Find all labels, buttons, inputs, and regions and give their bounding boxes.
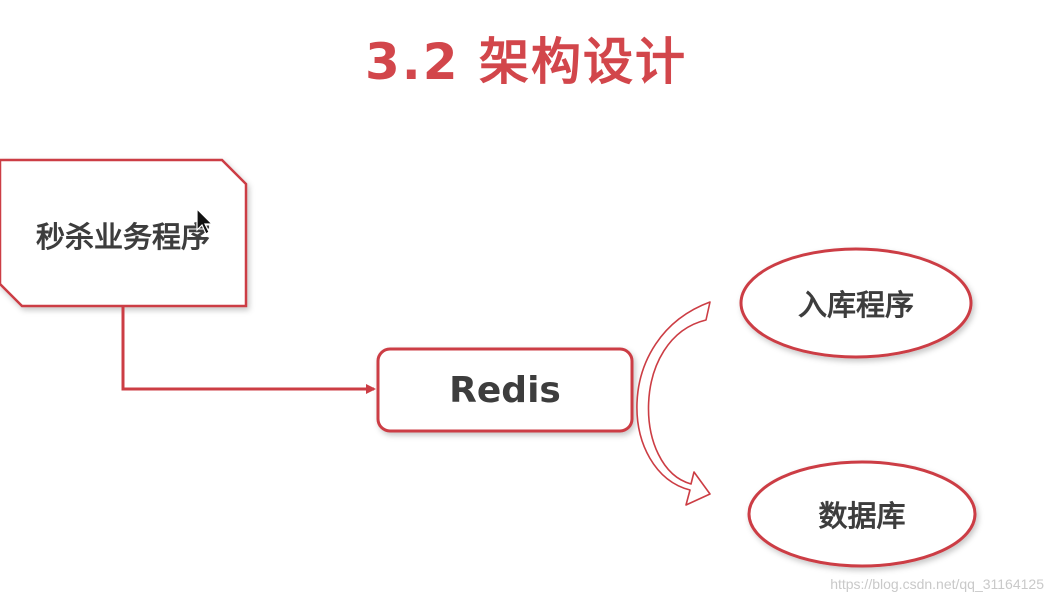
seckill-program-label: 秒杀业务程序 xyxy=(35,220,210,254)
seckill-program-node xyxy=(0,158,248,308)
seckill-to-redis-connector xyxy=(121,306,376,394)
database-label: 数据库 xyxy=(818,499,906,533)
mouse-pointer-icon xyxy=(196,208,214,235)
database-node xyxy=(747,460,977,568)
redis-label: Redis xyxy=(449,369,561,411)
ingest-to-database-curved-arrow xyxy=(636,301,711,506)
page-title: 3.2 架构设计 xyxy=(365,33,687,91)
ingest-program-label: 入库程序 xyxy=(797,288,914,322)
watermark: https://blog.csdn.net/qq_31164125 xyxy=(830,576,1044,592)
redis-node xyxy=(376,347,634,433)
ingest-program-node xyxy=(739,247,973,359)
